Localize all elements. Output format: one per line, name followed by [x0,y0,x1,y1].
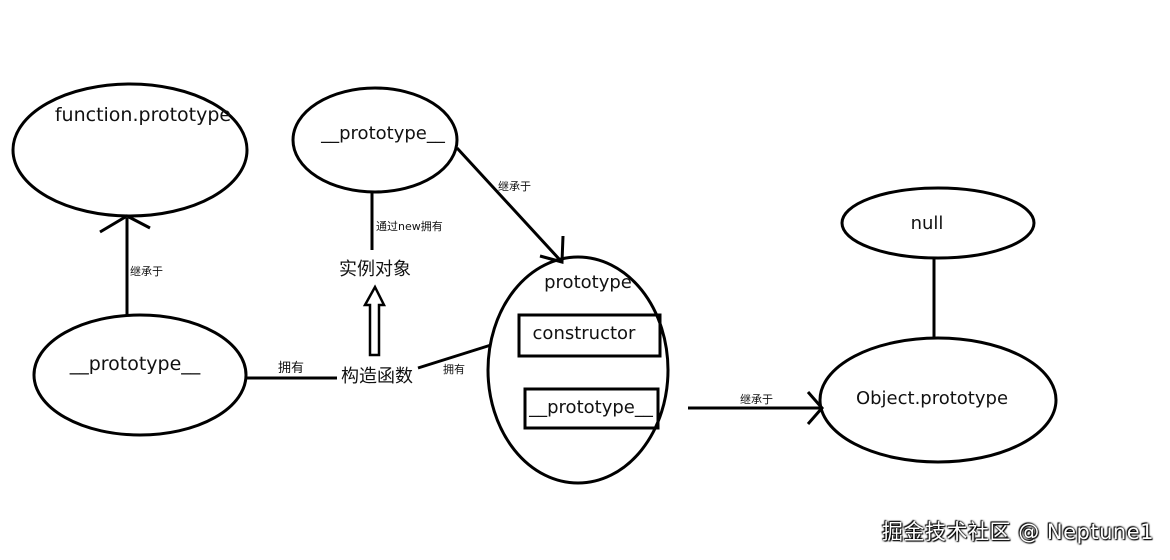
owns-right-edge [417,343,492,370]
object-prototype-node [818,336,1058,464]
proto-box-label: __prototype__ [528,397,654,418]
prototype-label: prototype [544,272,632,293]
hollow-arrow [362,284,387,357]
null-node [840,186,1036,260]
object-prototype-label: Object.prototype [856,388,1008,409]
constructor-fn-label: 构造函数 [341,366,413,387]
prototype-node [486,255,670,485]
null-label: null [911,213,944,234]
proto-left-node [32,313,248,437]
arrow-head-top [539,235,565,264]
instance-label: 实例对象 [339,259,411,280]
inherits-top-label: 继承于 [498,180,531,193]
owns-left-label: 拥有 [278,361,304,376]
constructor-box-label: constructor [533,323,637,344]
arrow-head-object [806,391,824,425]
proto-left-label: __prototype__ [69,353,201,375]
via-new-label: 通过new拥有 [376,219,443,233]
arrow-head-left [99,214,151,234]
inherits-object-label: 继承于 [740,393,773,406]
proto-box [523,387,660,430]
inherits-top-edge [455,146,562,262]
inherits-left-label: 继承于 [130,265,163,278]
function-prototype-label: function.prototype [55,104,231,126]
owns-right-label: 拥有 [443,362,465,376]
watermark: 掘金技术社区 @ Neptune1 [882,520,1154,544]
proto-top-node [291,86,459,194]
proto-top-label: __prototype__ [320,123,446,144]
constructor-box [517,313,662,358]
